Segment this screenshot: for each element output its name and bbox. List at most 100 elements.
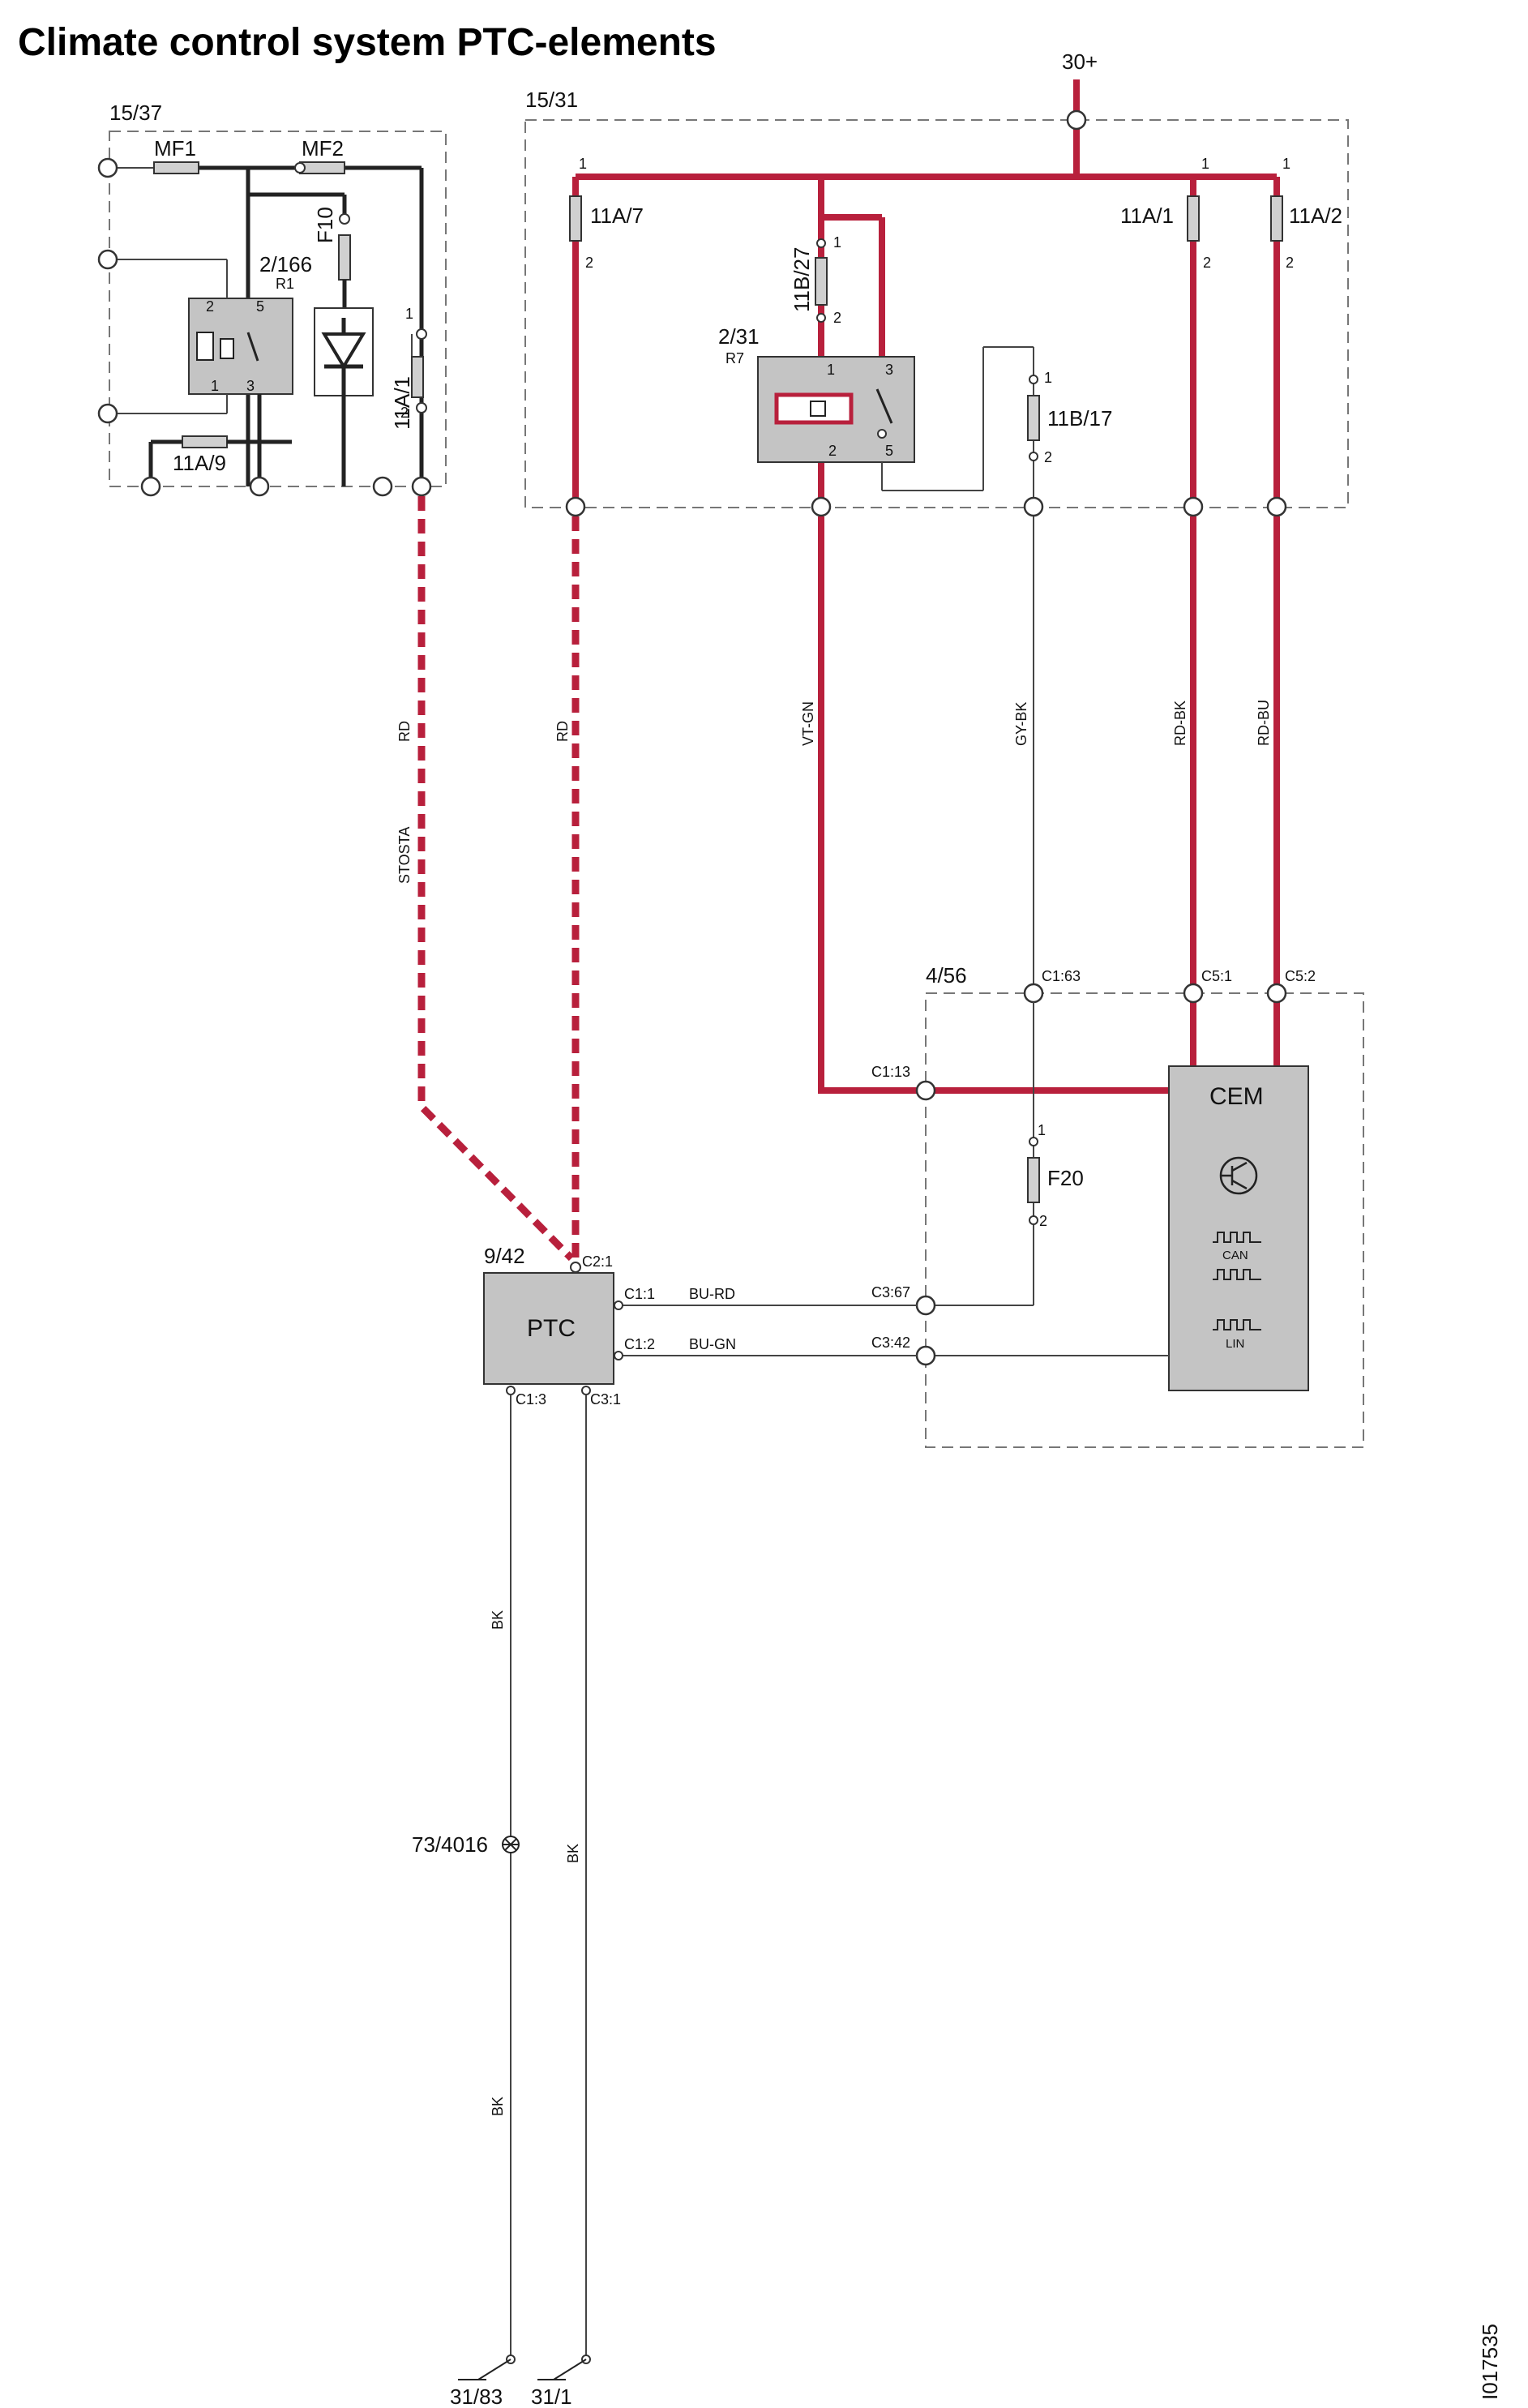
wire-label-bu-gn: BU-GN — [689, 1336, 736, 1352]
diagram-title: Climate control system PTC-elements — [18, 21, 717, 64]
wire-label-stosta: STOSTA — [396, 827, 413, 884]
relay-r7-coil-icon — [774, 392, 854, 425]
wire-rd-stosta — [417, 496, 575, 1262]
fuse-11a1-left — [411, 356, 424, 398]
conn-c5-2: C5:2 — [1285, 968, 1316, 984]
fuse-mf1 — [153, 161, 199, 174]
ground-wires: BK BK BK 73/4016 31/83 31/1 — [412, 1395, 591, 2408]
fuse-f10-label: F10 — [313, 207, 337, 243]
svg-text:2: 2 — [1039, 1213, 1047, 1229]
wire-label-rd-mid: RD — [554, 721, 571, 742]
block-15-37-label: 15/37 — [109, 101, 162, 125]
svg-text:5: 5 — [256, 298, 264, 315]
ptc-module — [483, 1272, 614, 1385]
ptc-label: PTC — [527, 1315, 576, 1342]
block-15-37: MF1 MF2 F10 11A/1 1 2 2/166 R1 2 5 1 3 — [97, 136, 432, 497]
svg-text:1: 1 — [827, 362, 835, 378]
relay-r1-coil-icon — [196, 332, 214, 361]
svg-text:2: 2 — [1044, 449, 1052, 465]
svg-text:1: 1 — [405, 306, 413, 322]
can-label: CAN — [1222, 1249, 1248, 1262]
relay-r1-id: 2/166 — [259, 252, 312, 276]
svg-text:1: 1 — [211, 378, 219, 394]
terminal-15-37-mf1-in — [97, 157, 118, 178]
wire-label-bk-1: BK — [490, 1610, 506, 1630]
block-15-31-label: 15/31 — [525, 88, 578, 112]
fuse-f20 — [1027, 1157, 1040, 1203]
svg-text:2: 2 — [400, 405, 409, 421]
wire-label-gy-bk: GY-BK — [1013, 702, 1029, 746]
conn-c3-42: C3:42 — [871, 1335, 910, 1351]
wire-label-bk-3: BK — [490, 2097, 506, 2116]
svg-text:2: 2 — [1203, 255, 1211, 271]
relay-r7-id: 2/31 — [718, 324, 760, 349]
relay-r1-name: R1 — [276, 276, 294, 292]
block-9-42-label: 9/42 — [484, 1244, 525, 1268]
svg-text:1: 1 — [1282, 156, 1290, 172]
lin-waveform-icon — [1213, 1319, 1261, 1330]
svg-text:2: 2 — [1286, 255, 1294, 271]
fuse-11a7 — [569, 195, 582, 242]
relay-r7-name: R7 — [725, 350, 744, 366]
conn-c5-1: C5:1 — [1201, 968, 1232, 984]
svg-text:3: 3 — [246, 378, 255, 394]
svg-text:5: 5 — [885, 443, 893, 459]
conn-c3-67: C3:67 — [871, 1284, 910, 1300]
fuse-f10 — [338, 234, 351, 281]
fuse-mf2-label: MF2 — [302, 136, 344, 161]
fuse-mf1-label: MF1 — [154, 136, 196, 161]
conn-c3-1: C3:1 — [590, 1391, 621, 1408]
supply-30-terminal — [1066, 109, 1087, 131]
conn-c1-2: C1:2 — [624, 1336, 655, 1352]
fuse-mf2 — [299, 161, 345, 174]
fuse-11b27 — [815, 257, 828, 306]
fuse-11a9 — [182, 435, 228, 448]
wire-label-bk-2: BK — [565, 1844, 581, 1863]
ground-31-83-label: 31/83 — [450, 2384, 503, 2408]
fuse-11b17-label: 11B/17 — [1047, 406, 1112, 431]
svg-text:2: 2 — [833, 310, 841, 326]
block-15-31-box — [524, 119, 1349, 508]
svg-text:2: 2 — [828, 443, 837, 459]
svg-text:1: 1 — [1201, 156, 1209, 172]
svg-text:2: 2 — [585, 255, 593, 271]
image-code: I017535 — [1478, 2324, 1502, 2400]
svg-text:1: 1 — [579, 156, 587, 172]
fuse-11b27-label: 11B/27 — [790, 247, 814, 312]
fuse-11a9-label: 11A/9 — [173, 451, 226, 475]
lin-label: LIN — [1226, 1337, 1244, 1351]
svg-text:3: 3 — [885, 362, 893, 378]
svg-text:1: 1 — [1044, 370, 1052, 386]
svg-text:1: 1 — [1038, 1122, 1046, 1138]
fuse-11a2 — [1270, 195, 1283, 242]
block-4-56-label: 4/56 — [926, 963, 967, 988]
svg-text:2: 2 — [206, 298, 214, 315]
block-15-37-box — [109, 131, 447, 487]
ptc-block: PTC C2:1 C1:1 C1:2 BU-RD BU-GN C1:3 C3:1 — [483, 1253, 917, 1408]
conn-c1-13: C1:13 — [871, 1064, 910, 1080]
cem-label: CEM — [1209, 1083, 1264, 1110]
cem-module — [1168, 1065, 1309, 1391]
fuse-11a1-label: 11A/1 — [1120, 204, 1174, 228]
block-4-56: C1:63 C5:1 C5:2 C1:13 F20 1 2 CEM CAN LI… — [871, 968, 1316, 1391]
block-4-56-box — [925, 992, 1364, 1448]
conn-c1-1: C1:1 — [624, 1286, 655, 1302]
can-waveform-icon — [1213, 1232, 1261, 1243]
splice-label: 73/4016 — [412, 1832, 488, 1857]
fuse-11a1 — [1187, 195, 1200, 242]
fuse-f20-label: F20 — [1047, 1166, 1084, 1190]
fuse-11a7-label: 11A/7 — [590, 204, 644, 228]
wire-label-rd-bu: RD-BU — [1256, 700, 1272, 746]
fuse-11a1-left-label: 11A/1 — [390, 376, 414, 430]
wire-vt-gn — [818, 516, 926, 1094]
supply-30-label: 30+ — [1062, 49, 1098, 74]
ground-31-1-label: 31/1 — [531, 2384, 572, 2408]
svg-text:1: 1 — [833, 234, 841, 251]
wire-label-rd-left: RD — [396, 721, 413, 742]
wire-label-rd-bk: RD-BK — [1172, 701, 1188, 746]
fuse-11a2-label: 11A/2 — [1289, 204, 1342, 228]
conn-c2-1: C2:1 — [582, 1253, 613, 1270]
wire-label-vt-gn: VT-GN — [800, 701, 816, 746]
fuse-11b17 — [1027, 395, 1040, 441]
